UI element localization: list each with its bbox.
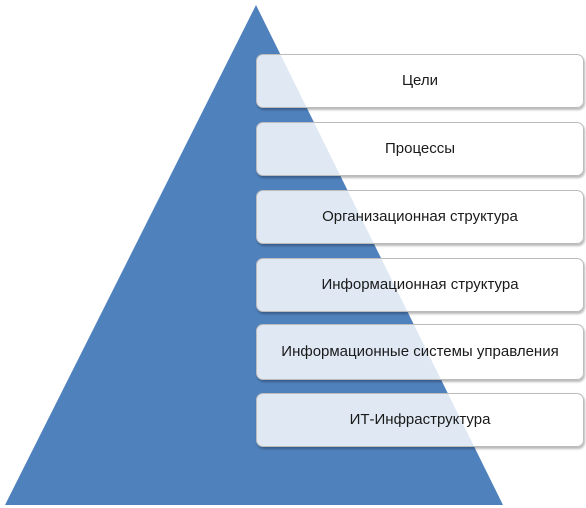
level-information-structure-label: Информационная структура: [321, 276, 519, 293]
pyramid-triangle: [5, 5, 503, 505]
level-information-structure: Информационная структура: [256, 258, 584, 312]
level-management-information-systems: Информационные системы управления: [256, 324, 584, 380]
level-organizational-structure: Организационная структура: [256, 190, 584, 244]
level-organizational-structure-label: Организационная структура: [322, 208, 518, 225]
level-it-infrastructure: ИТ-Инфраструктура: [256, 393, 584, 447]
level-goals: Цели: [256, 54, 584, 108]
level-management-information-systems-label: Информационные системы управления: [281, 343, 559, 360]
level-it-infrastructure-label: ИТ-Инфраструктура: [349, 411, 491, 428]
level-processes-label: Процессы: [384, 140, 455, 157]
level-processes: Процессы: [256, 122, 584, 176]
level-goals-label: Цели: [401, 72, 439, 89]
